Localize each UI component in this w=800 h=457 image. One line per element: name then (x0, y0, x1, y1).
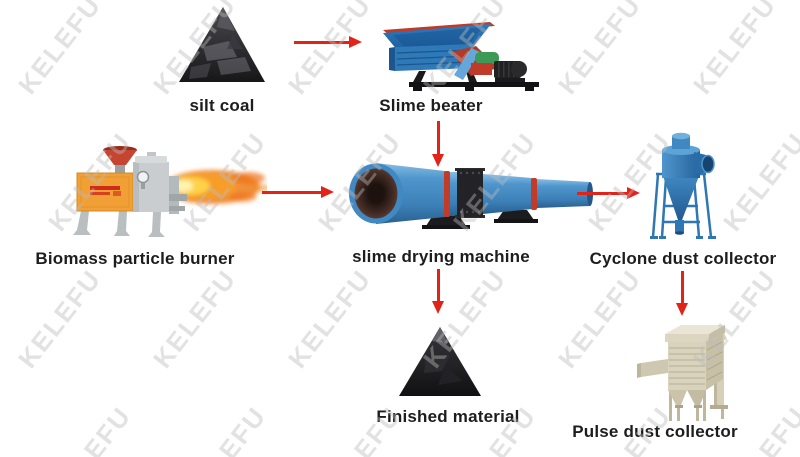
watermark-text: KELEFU (552, 0, 648, 100)
slime-beater-image (383, 22, 539, 91)
arrow-dryer-to-finished (432, 269, 445, 314)
label-pulse-dust-collector: Pulse dust collector (572, 422, 738, 441)
watermark-text: KELEFU (717, 126, 800, 237)
label-silt-coal: silt coal (189, 96, 255, 115)
watermark-text: KELEFU (12, 263, 108, 374)
arrow-cyclone-to-pulse (676, 271, 689, 316)
watermark-text: KELEFU (12, 0, 108, 100)
flame-icon (164, 170, 267, 204)
arrow-dryer-to-cyclone (577, 187, 640, 200)
arrow-silt-coal-to-beater (294, 36, 362, 49)
watermark-text: KELEFU (282, 0, 378, 100)
finished-material-pile-image (399, 327, 481, 396)
cyclone-collector-image (650, 132, 716, 239)
watermark-text: KELEFU (0, 126, 3, 237)
watermark-text: KELEFU (282, 263, 378, 374)
rotary-dryer-image (349, 163, 593, 229)
watermark-text: KELEFU (687, 0, 783, 100)
watermark-text: KELEFU (147, 263, 243, 374)
biomass-burner-image (73, 146, 267, 237)
silt-coal-pile-image (179, 7, 265, 82)
watermark-text: KELEFU (42, 400, 138, 457)
watermark-text: KELEFU (177, 400, 273, 457)
arrow-beater-to-dryer (432, 121, 445, 167)
arrow-burner-to-dryer (262, 186, 334, 199)
label-slime-drying-machine: slime drying machine (352, 247, 530, 266)
label-cyclone-dust-collector: Cyclone dust collector (589, 249, 777, 268)
watermark-text: KELEFU (0, 400, 3, 457)
label-slime-beater: Slime beater (379, 96, 483, 115)
label-finished-material: Finished material (376, 407, 520, 426)
pulse-collector-image (637, 325, 728, 421)
label-biomass-particle-burner: Biomass particle burner (35, 249, 235, 268)
